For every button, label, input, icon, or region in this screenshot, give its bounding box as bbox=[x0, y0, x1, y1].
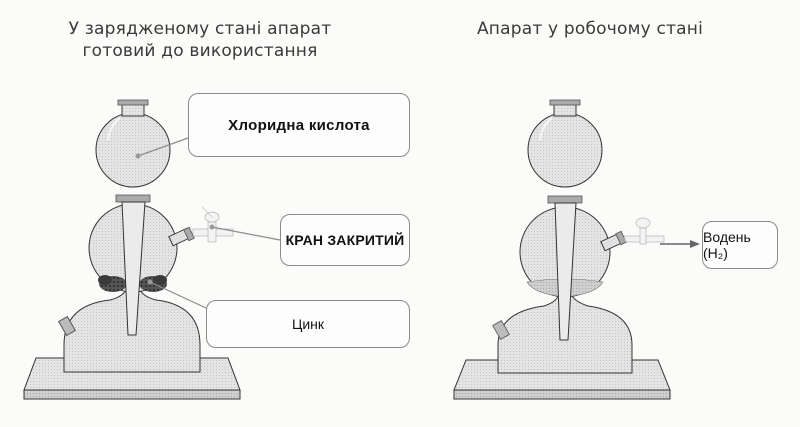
right-apparatus-title: Апарат у робочому стані bbox=[476, 19, 704, 39]
right-apparatus bbox=[453, 99, 700, 400]
tap-closed-label: КРАН ЗАКРИТИЙ bbox=[280, 214, 410, 266]
hydrogen-flow-arrow-icon bbox=[660, 240, 700, 248]
hydrogen-label: Водень (H₂) bbox=[702, 221, 778, 269]
zinc-label: Цинк bbox=[206, 300, 410, 348]
tap-closed-text: КРАН ЗАКРИТИЙ bbox=[285, 232, 405, 248]
zinc-text: Цинк bbox=[291, 316, 325, 332]
hydrochloric-acid-text: Хлоридна кислота bbox=[228, 116, 370, 134]
left-apparatus bbox=[23, 99, 241, 400]
right-tap-open bbox=[623, 217, 665, 245]
hydrochloric-acid-label: Хлоридна кислота bbox=[188, 93, 410, 157]
left-tap-closed bbox=[192, 206, 234, 243]
left-zinc-granules bbox=[98, 275, 167, 292]
left-leader-lines bbox=[135, 137, 281, 309]
left-upper-funnel-bulb bbox=[95, 112, 171, 188]
left-apparatus-title: У зарядженому стані апарат готовий до ви… bbox=[40, 18, 360, 62]
right-upper-funnel-bulb bbox=[527, 112, 603, 188]
left-title-line-1: У зарядженому стані апарат bbox=[68, 19, 332, 39]
right-funnel-tube bbox=[554, 202, 577, 341]
left-funnel-tube bbox=[121, 201, 146, 336]
left-title-line-2: готовий до використання bbox=[82, 41, 318, 61]
hydrogen-text: Водень (H₂) bbox=[703, 229, 751, 261]
